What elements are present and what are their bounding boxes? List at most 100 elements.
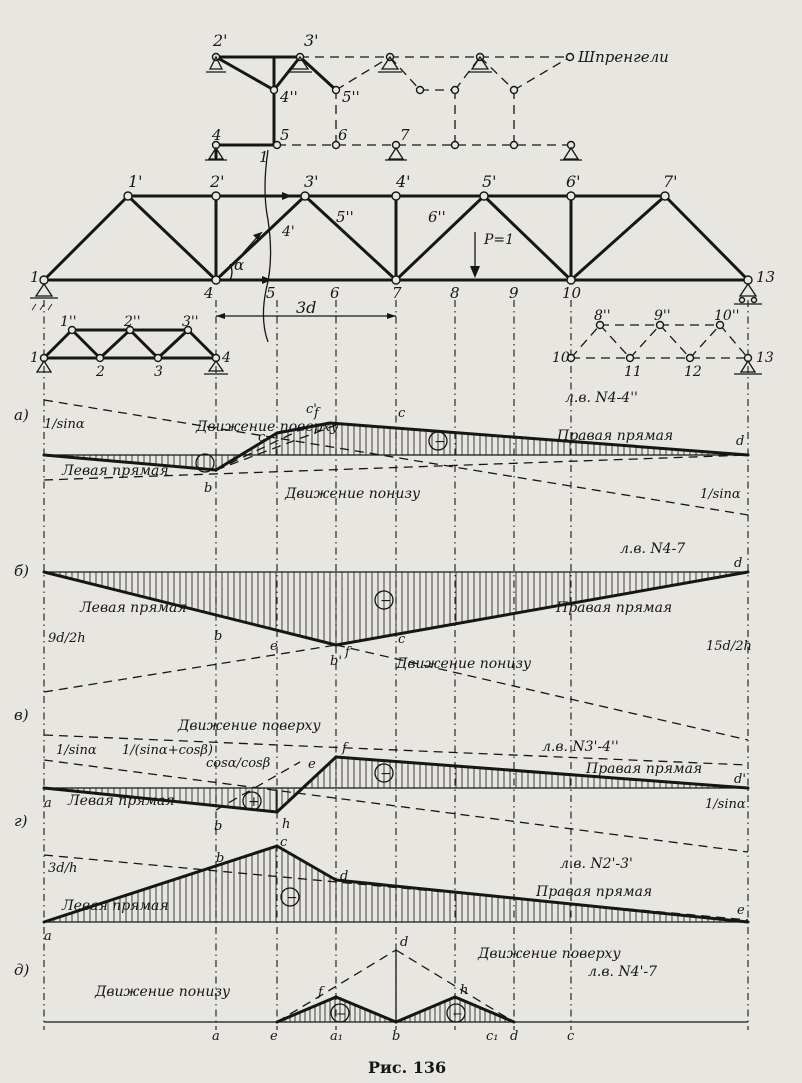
d-pt-e: e [270, 1029, 278, 1044]
small-trusses [35, 320, 762, 375]
d-pt-d-top: d [400, 935, 408, 950]
label-uc-2: 2' [209, 172, 225, 191]
title-v: л.в. N3'-4'' [542, 739, 619, 755]
v-pt-e: e [308, 757, 316, 772]
influence-line-v [42, 734, 750, 853]
v-sign-minus: − [380, 766, 392, 782]
label-lc-9: 9 [509, 284, 519, 302]
a-move-bottom: Движение понизу [284, 486, 421, 502]
hatch-g [53, 846, 733, 922]
b-left-line: Левая прямая [79, 600, 187, 616]
label-lc-13: 13 [756, 268, 775, 286]
title-g: л.в. N2'-3' [560, 856, 633, 872]
label-rs-8dd: 8'' [594, 308, 611, 324]
label-lc-4: 4 [203, 284, 214, 302]
b-pt-d: d [734, 556, 742, 571]
d-pt-c1: c₁ [486, 1029, 499, 1044]
d-pt-c: c [567, 1029, 575, 1044]
a-right-value: 1/sinα [700, 487, 741, 502]
a-move-top: Движение поверху [195, 419, 339, 435]
label-lc-1: 1 [30, 268, 40, 286]
a-sign: − [434, 434, 446, 450]
g-pt-a: a [44, 929, 52, 944]
hatch-b [53, 572, 739, 645]
label-lc-8: 8 [450, 284, 460, 302]
a-pt-c1: c [258, 430, 266, 445]
g-pt-d: d [340, 869, 348, 884]
label-uc-6: 6' [566, 172, 581, 191]
b-pt-bprime: b' [330, 654, 342, 669]
v-pt-a: a [44, 796, 52, 811]
title-d: л.в. N4'-7 [588, 964, 657, 980]
label-lc-6: 6 [330, 284, 340, 302]
hatch-d [284, 997, 511, 1022]
a-left-line: Левая прямая [61, 463, 169, 479]
b-pt-f: f [344, 645, 352, 660]
sprengel-system [205, 52, 582, 161]
hatch-v [59, 757, 727, 812]
label-ls-2dd: 2'' [123, 314, 141, 330]
g-sign: − [286, 890, 298, 906]
label-diag-6dd: 6'' [428, 208, 446, 226]
b-pt-c: c [398, 632, 406, 647]
d-move-top: Движение поверху [477, 946, 621, 962]
label-uc-5: 5' [482, 172, 497, 191]
v-sign-plus: + [248, 794, 260, 810]
v-left-line: Левая прямая [67, 793, 175, 809]
panel-label-a: а) [14, 406, 29, 424]
label-uc-1: 1' [128, 172, 143, 191]
influence-line-d [44, 949, 748, 1024]
label-rs-9dd: 9'' [654, 308, 671, 324]
d-pt-d-bot: d [510, 1029, 518, 1044]
a-pt-c2: c [398, 406, 406, 421]
label-sprengel: Шпренгели [577, 48, 669, 66]
label-mid-7: 7 [400, 126, 410, 144]
label-mid-6: 6 [338, 126, 348, 144]
influence-line-a [42, 399, 750, 516]
title-b: л.в. N4-7 [620, 541, 685, 557]
hatch-a [65, 423, 727, 470]
v-pt-f: f [341, 741, 349, 756]
a-left-value: 1/sinα [44, 417, 85, 432]
v-pt-dprime: d' [734, 772, 746, 787]
v-pt-b: b [214, 819, 222, 834]
b-pt-e: e [270, 639, 278, 654]
figure-caption: Рис. 136 [368, 1058, 446, 1077]
d-pt-h: h [460, 983, 468, 998]
label-diag-5dd: 5'' [336, 208, 354, 226]
title-a: л.в. N4-4'' [565, 390, 638, 406]
label-dim-3d: 3d [296, 298, 316, 317]
labels: 2' 3' 4'' 5'' Шпренгели 4 5 6 7 1 1' 2' … [14, 31, 775, 1077]
label-uc-3: 3' [304, 172, 319, 191]
label-uc-7: 7' [663, 172, 678, 191]
d-sign-1: − [336, 1007, 347, 1022]
label-uc-4: 4' [395, 172, 411, 191]
g-pt-b: b [216, 851, 224, 866]
g-pt-e: e [737, 903, 745, 918]
v-right-value: 1/sinα [705, 797, 746, 812]
b-move-bottom: Движение понизу [395, 656, 532, 672]
label-alpha: α [234, 256, 244, 274]
label-load: P=1 [483, 232, 514, 248]
main-truss [30, 149, 762, 343]
label-ls-1dd: 1'' [60, 314, 77, 330]
label-lc-10: 10 [562, 284, 582, 302]
influence-line-b [42, 570, 750, 741]
panel-label-b: б) [14, 562, 29, 580]
v-right-line: Правая прямая [585, 761, 702, 777]
label-ls-4: 4 [221, 350, 231, 366]
label-rs-10: 10 [552, 350, 570, 366]
a-pt-f: f [313, 406, 321, 421]
b-pt-b: b [214, 629, 222, 644]
reference-lines [43, 300, 749, 1030]
panel-label-g: г) [14, 812, 28, 830]
d-pt-b: b [392, 1029, 400, 1044]
label-ls-1: 1 [30, 350, 39, 366]
label-diag-4prime: 4' [281, 224, 295, 240]
b-left-value: 9d/2h [48, 631, 86, 646]
b-right-value: 15d/2h [706, 639, 752, 654]
a-pt-d: d [736, 434, 744, 449]
label-mid-1: 1 [259, 148, 269, 166]
